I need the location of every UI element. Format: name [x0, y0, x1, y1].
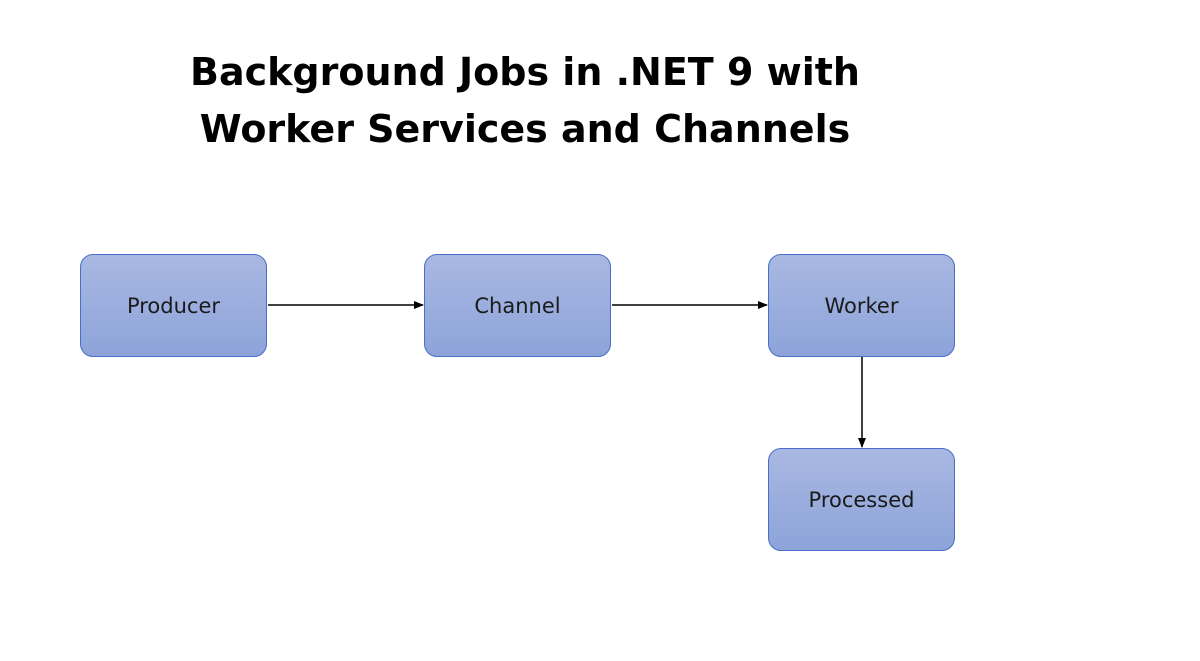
- diagram-title-line-2: Worker Services and Channels: [199, 107, 851, 151]
- node-processed-label: Processed: [808, 487, 915, 512]
- node-producer: Producer: [80, 254, 267, 357]
- node-producer-label: Producer: [126, 293, 221, 318]
- node-worker-label: Worker: [824, 293, 899, 318]
- node-channel: Channel: [424, 254, 611, 357]
- node-channel-label: Channel: [474, 293, 561, 318]
- node-processed: Processed: [768, 448, 955, 551]
- node-worker: Worker: [768, 254, 955, 357]
- diagram-title-line-1: Background Jobs in .NET 9 with: [190, 50, 860, 94]
